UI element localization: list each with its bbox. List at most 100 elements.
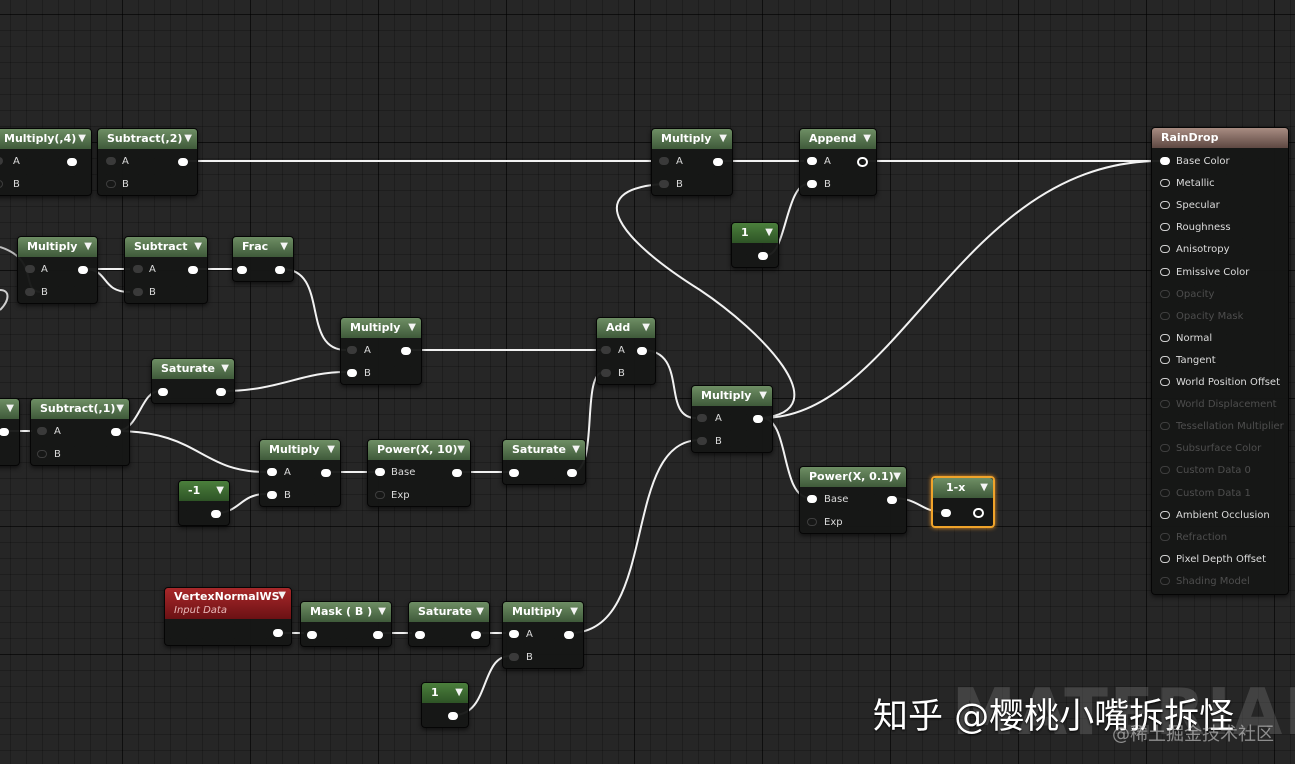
node-multiply-mid[interactable]: Multiply▼ A B (691, 385, 773, 453)
input-pin[interactable] (1160, 289, 1170, 298)
chevron-down-icon[interactable]: ▼ (184, 133, 192, 144)
output-pin[interactable] (713, 158, 723, 166)
input-pin[interactable] (1160, 466, 1170, 475)
node-power-0-1[interactable]: Power(X, 0.1)▼ Base Exp (799, 466, 907, 534)
input-pin[interactable] (1160, 267, 1170, 276)
chevron-down-icon[interactable]: ▼ (116, 403, 124, 414)
node-power-10[interactable]: Power(X, 10)▼ Base Exp (367, 439, 471, 507)
node-append[interactable]: Append▼ A B (799, 128, 877, 196)
input-pin[interactable] (1160, 333, 1170, 342)
chevron-down-icon[interactable]: ▼ (278, 590, 286, 601)
input-pin[interactable] (1160, 245, 1170, 254)
output-pin[interactable] (857, 157, 868, 167)
output-pin[interactable] (78, 266, 88, 274)
node-subtract-2[interactable]: Subtract(,2)▼ A B (97, 128, 198, 196)
input-pin[interactable] (1160, 510, 1170, 519)
output-pin[interactable] (273, 629, 283, 637)
chevron-down-icon[interactable]: ▼ (84, 241, 92, 252)
input-pin[interactable] (1160, 355, 1170, 364)
output-pin[interactable] (188, 266, 198, 274)
node-saturate-1[interactable]: Saturate▼ (151, 358, 235, 404)
input-pin[interactable] (307, 631, 317, 639)
output-pin[interactable] (373, 631, 383, 639)
output-pin[interactable] (637, 347, 647, 355)
chevron-down-icon[interactable]: ▼ (572, 444, 580, 455)
input-pin[interactable] (1160, 311, 1170, 320)
node-multiply-lower[interactable]: Multiply▼ A B (259, 439, 341, 507)
chevron-down-icon[interactable]: ▼ (194, 241, 202, 252)
node-saturate-2[interactable]: Saturate▼ (502, 439, 586, 485)
input-pin[interactable] (1160, 378, 1170, 386)
output-pin[interactable] (67, 158, 77, 166)
chevron-down-icon[interactable]: ▼ (280, 241, 288, 252)
chevron-down-icon[interactable]: ▼ (327, 444, 335, 455)
chevron-down-icon[interactable]: ▼ (765, 227, 773, 238)
chevron-down-icon[interactable]: ▼ (378, 606, 386, 617)
node-saturate-3[interactable]: Saturate▼ (408, 601, 490, 647)
input-pin[interactable] (1160, 532, 1170, 541)
node-subtract[interactable]: Subtract▼ A B (124, 236, 208, 304)
node-constant-1-bottom[interactable]: 1▼ (421, 682, 469, 728)
output-pin[interactable] (471, 631, 481, 639)
output-pin[interactable] (178, 158, 188, 166)
node-multiply-bottom[interactable]: Multiply▼ A B (502, 601, 584, 669)
input-pin[interactable] (415, 631, 425, 639)
chevron-down-icon[interactable]: ▼ (719, 133, 727, 144)
output-pin[interactable] (567, 469, 577, 477)
node-add[interactable]: Add▼ A B (596, 317, 656, 385)
output-pin[interactable] (452, 469, 462, 477)
output-pin[interactable] (275, 266, 285, 274)
output-pin[interactable] (753, 415, 763, 423)
node-multiply-4[interactable]: Multiply(,4)▼ A B (0, 128, 92, 196)
output-pin[interactable] (216, 388, 226, 396)
chevron-down-icon[interactable]: ▼ (6, 403, 14, 414)
chevron-down-icon[interactable]: ▼ (980, 482, 988, 493)
output-pin[interactable] (973, 508, 984, 518)
node-one-minus-x[interactable]: 1-x▼ (931, 476, 995, 528)
output-pin[interactable] (758, 252, 768, 260)
input-pin[interactable] (1160, 444, 1170, 453)
node-multiply-center[interactable]: Multiply▼ A B (340, 317, 422, 385)
input-pin[interactable] (1160, 179, 1170, 188)
output-pin[interactable] (887, 496, 897, 504)
output-pin[interactable] (448, 712, 458, 720)
chevron-down-icon[interactable]: ▼ (642, 322, 650, 333)
input-pin[interactable] (1160, 576, 1170, 585)
node-constant-neg1[interactable]: -1▼ (178, 480, 230, 526)
chevron-down-icon[interactable]: ▼ (863, 133, 871, 144)
output-pin[interactable] (564, 631, 574, 639)
input-pin[interactable] (1160, 201, 1170, 210)
chevron-down-icon[interactable]: ▼ (893, 471, 901, 482)
node-subtract-1[interactable]: Subtract(,1)▼ A B (30, 398, 130, 466)
chevron-down-icon[interactable]: ▼ (759, 390, 767, 401)
chevron-down-icon[interactable]: ▼ (216, 485, 224, 496)
input-pin[interactable] (1160, 422, 1170, 431)
input-pin[interactable] (509, 469, 519, 477)
node-partial-left[interactable]: ▼ (0, 398, 20, 466)
output-pin[interactable] (321, 469, 331, 477)
input-pin[interactable] (1160, 554, 1170, 563)
node-mask-b[interactable]: Mask ( B )▼ (300, 601, 392, 647)
input-pin[interactable] (1160, 488, 1170, 497)
input-pin[interactable] (1160, 223, 1170, 232)
chevron-down-icon[interactable]: ▼ (457, 444, 465, 455)
output-pin[interactable] (211, 510, 221, 518)
chevron-down-icon[interactable]: ▼ (78, 133, 86, 144)
output-pin[interactable] (0, 428, 9, 436)
output-pin[interactable] (111, 428, 121, 436)
node-multiply-top[interactable]: Multiply▼ A B (651, 128, 733, 196)
input-pin[interactable] (237, 266, 247, 274)
output-pin[interactable] (401, 347, 411, 355)
chevron-down-icon[interactable]: ▼ (570, 606, 578, 617)
input-pin[interactable] (941, 509, 951, 517)
chevron-down-icon[interactable]: ▼ (476, 606, 484, 617)
chevron-down-icon[interactable]: ▼ (221, 363, 229, 374)
node-multiply-left[interactable]: Multiply▼ A B (17, 236, 98, 304)
input-pin[interactable] (1160, 400, 1170, 409)
input-pin[interactable] (1160, 157, 1170, 165)
chevron-down-icon[interactable]: ▼ (408, 322, 416, 333)
input-pin[interactable] (158, 388, 168, 396)
